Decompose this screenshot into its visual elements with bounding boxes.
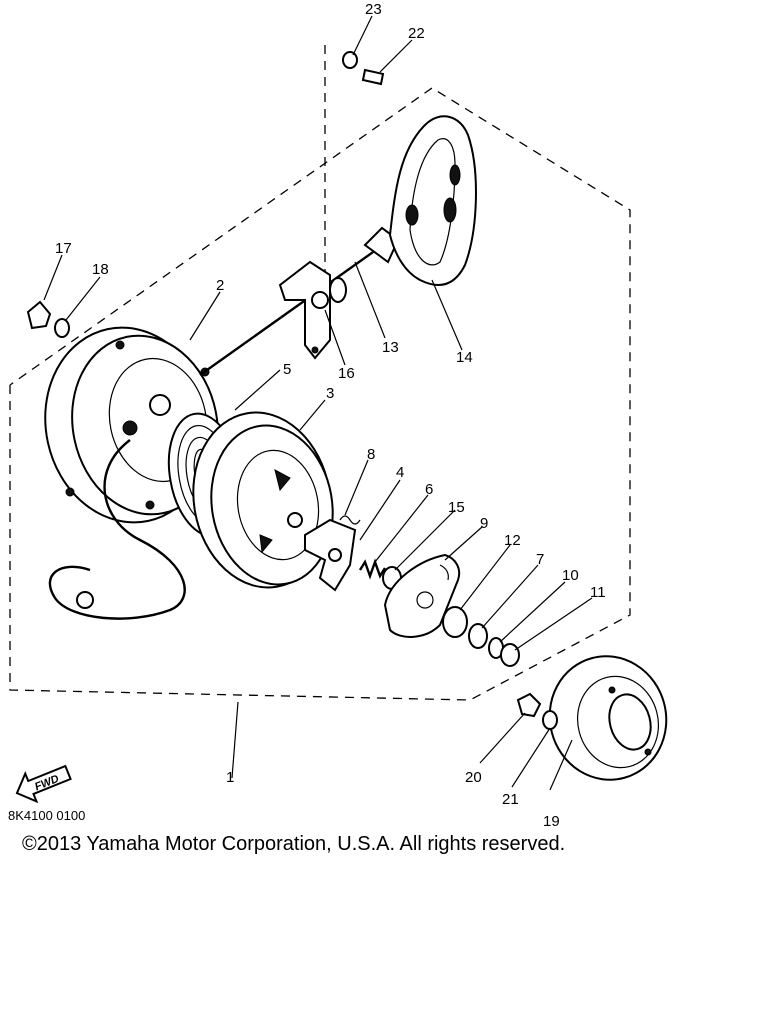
- spring-washer: [468, 623, 488, 649]
- callout-19: 19: [543, 813, 560, 830]
- plate-washer: [442, 606, 468, 638]
- drawing-code: 8K4100 0100: [8, 808, 86, 823]
- friction-plate: [383, 553, 461, 638]
- callout-15: 15: [448, 499, 465, 516]
- rope-grommet: [329, 277, 347, 303]
- callout-17: 17: [55, 240, 72, 257]
- callout-8: 8: [367, 446, 375, 463]
- bracket-washer: [342, 51, 358, 69]
- starter-pulley: [192, 411, 334, 589]
- callout-11: 11: [590, 584, 606, 601]
- bracket-bolt: [361, 68, 385, 86]
- callout-6: 6: [425, 481, 433, 498]
- starter-rope: [199, 239, 391, 376]
- callout-2: 2: [216, 277, 224, 294]
- fwd-label: FWD: [33, 773, 61, 794]
- callout-3: 3: [326, 385, 334, 402]
- callout-18: 18: [92, 261, 109, 278]
- drive-pawl: [304, 518, 357, 592]
- pawl-spring: [339, 515, 361, 525]
- starter-handle: [363, 115, 477, 286]
- wire-clip: [76, 591, 94, 609]
- callout-22: 22: [408, 25, 425, 42]
- leader-lines: [43, 15, 593, 791]
- rope-guide-bracket: [278, 260, 331, 360]
- callout-23: 23: [365, 1, 382, 18]
- callout-20: 20: [465, 769, 482, 786]
- assembly-boundary: [9, 87, 631, 701]
- center-nut: [500, 643, 520, 667]
- copyright-notice: ©2013 Yamaha Motor Corporation, U.S.A. A…: [22, 833, 566, 855]
- leader-1: [231, 701, 239, 779]
- callout-14: 14: [456, 349, 473, 366]
- callout-13: 13: [382, 339, 399, 356]
- callout-5: 5: [283, 361, 291, 378]
- housing-washer: [54, 318, 70, 338]
- housing-bolt: [26, 300, 52, 330]
- callout-9: 9: [480, 515, 488, 532]
- cup-bolt: [516, 692, 542, 718]
- starter-wire: [48, 439, 186, 620]
- exploded-parts-diagram: 1 2 3 4 5 6 7 8 9 10 11 12 13 14 15 16 1…: [9, 1, 668, 830]
- cup-washer: [542, 710, 558, 730]
- callout-12: 12: [504, 532, 521, 549]
- callout-7: 7: [536, 551, 544, 568]
- callout-21: 21: [502, 791, 519, 808]
- callout-16: 16: [338, 365, 355, 382]
- return-spring: [358, 558, 387, 580]
- fwd-arrow-icon: FWD: [15, 764, 72, 804]
- starter-cup: [548, 655, 668, 781]
- callout-10: 10: [562, 567, 579, 584]
- callout-4: 4: [396, 464, 404, 481]
- callout-1: 1: [226, 769, 234, 786]
